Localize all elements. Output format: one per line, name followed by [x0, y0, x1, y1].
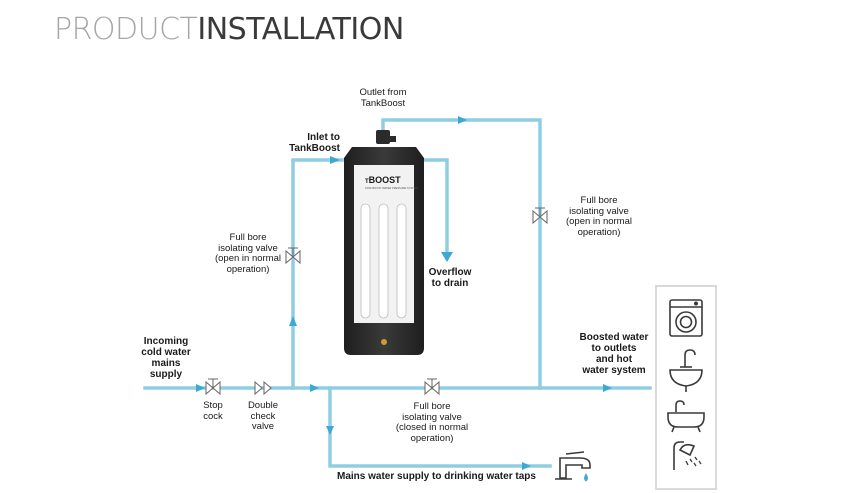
- tank-top-fitting: [376, 130, 390, 144]
- pipe-inlet-riser: [291, 158, 344, 390]
- tank-brand-prefix: T: [365, 179, 369, 185]
- arrow-boosted: [603, 384, 612, 392]
- title-light: PRODUCT: [54, 12, 198, 47]
- title-dark: INSTALLATION: [197, 12, 404, 47]
- valve-left-isolating: [285, 247, 301, 265]
- pipe-drinking-branch: [328, 386, 552, 468]
- pipe-overflow: [418, 158, 449, 260]
- arrow-inlet: [330, 156, 340, 164]
- valves: [205, 207, 548, 396]
- flow-arrows: [196, 116, 612, 470]
- arrow-mains-mid: [310, 384, 319, 392]
- label-drinking: Mains water supply to drinking water tap…: [337, 471, 536, 482]
- tankboost-unit: TBOOST TANK BOOST WATER PRESSURE SYSTEM: [344, 130, 424, 355]
- arrow-drinking: [522, 462, 531, 470]
- valve-stop-cock: [205, 378, 221, 396]
- sink-icon: [669, 349, 703, 392]
- tank-brand-text: BOOST: [369, 175, 402, 185]
- arrow-riser: [289, 316, 297, 326]
- washing-machine-icon: [669, 299, 703, 337]
- tank-drain-plug: [381, 339, 387, 345]
- tank-rib-1: [360, 203, 371, 319]
- arrow-overflow: [441, 252, 453, 262]
- arrow-incoming: [196, 384, 205, 392]
- outlets-panel: [655, 285, 717, 490]
- tank-rib-2: [378, 203, 389, 319]
- tank-top-fitting-side: [387, 136, 396, 142]
- tank-tagline: TANK BOOST WATER PRESSURE SYSTEM: [365, 186, 418, 190]
- valve-double-check: [254, 380, 272, 396]
- tap-icon: [555, 451, 591, 482]
- valve-right-isolating: [532, 207, 548, 225]
- tank-brand: TBOOST: [365, 175, 401, 185]
- shower-icon: [673, 441, 702, 470]
- arrow-branch-down: [326, 426, 334, 435]
- page-title: PRODUCTINSTALLATION: [54, 12, 404, 47]
- arrow-outlet: [458, 116, 467, 124]
- bathtub-icon: [667, 400, 705, 433]
- tank-rib-3: [396, 203, 407, 319]
- valve-bottom-isolating: [424, 378, 440, 396]
